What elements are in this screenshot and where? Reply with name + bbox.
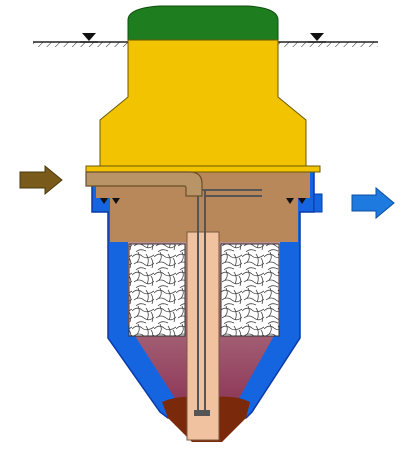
inlet-arrow-icon	[19, 164, 63, 196]
inlet-pipe	[85, 171, 203, 197]
filter-media-block-left	[128, 243, 186, 337]
tank-lid	[127, 5, 279, 41]
tank-rim	[85, 165, 321, 173]
outlet-stub	[313, 193, 323, 213]
central-riser-pipe	[186, 231, 220, 441]
water-level-marker-icon	[100, 198, 306, 204]
tank-upper-body	[99, 39, 307, 171]
outlet-pipe	[194, 189, 262, 416]
outlet-arrow-icon	[351, 186, 395, 220]
ground-level-marker-icon	[80, 33, 326, 43]
filter-media-block-right	[220, 243, 280, 337]
